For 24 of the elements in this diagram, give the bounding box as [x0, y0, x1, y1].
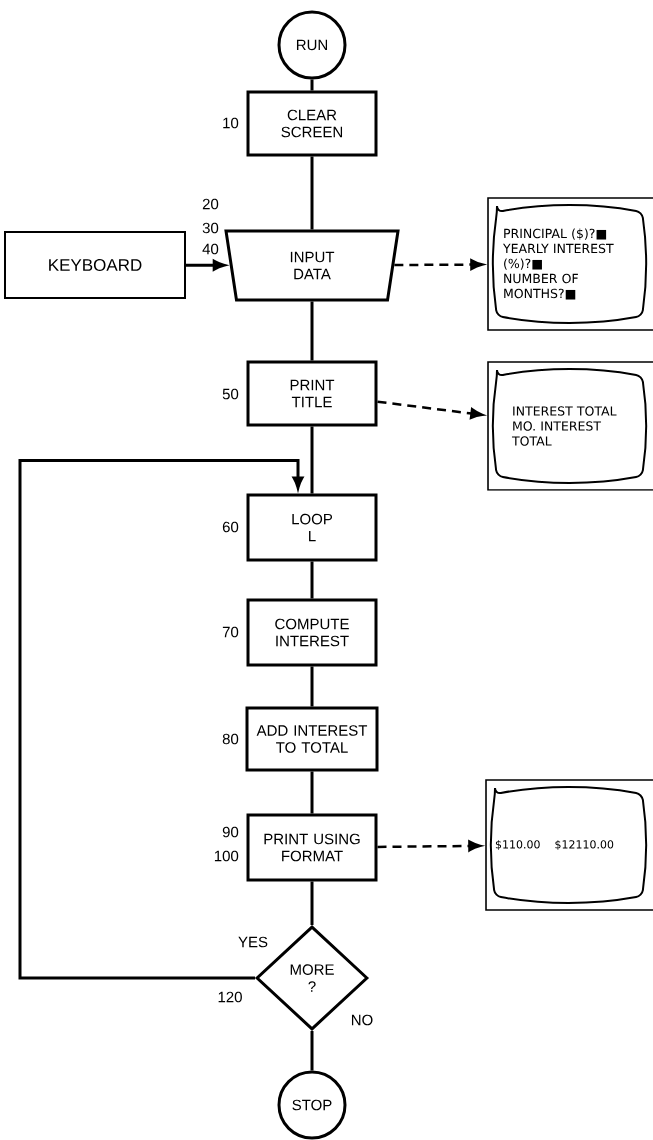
line-number: 30: [202, 222, 219, 234]
connector-arrow: [18, 459, 304, 980]
line-number: 40: [202, 243, 219, 255]
process-box: LOOP L: [246, 493, 378, 562]
process-box: COMPUTE INTEREST: [246, 598, 378, 667]
process-box: PRINT TITLE: [246, 360, 378, 427]
line-number: 80: [222, 733, 239, 745]
line-number: 20: [202, 198, 219, 210]
line-number: 70: [222, 626, 239, 638]
input-device-box: KEYBOARD: [4, 231, 186, 299]
connector-arrow: [377, 840, 482, 852]
line-number: 90: [222, 826, 239, 838]
input-trapezoid: INPUT DATA: [224, 229, 400, 302]
process-box: PRINT USING FORMAT: [246, 813, 378, 882]
line-number: 10: [223, 117, 239, 129]
process-box: ADD INTEREST TO TOTAL: [245, 706, 379, 772]
line-number: 50: [222, 388, 239, 400]
process-box: CLEAR SCREEN: [246, 90, 378, 157]
monitor-screen: $110.00 $12110.00: [485, 779, 653, 911]
line-number: 120: [218, 991, 242, 1003]
monitor-screen: INTEREST TOTAL MO. INTEREST TOTAL: [487, 361, 653, 491]
line-number: 100: [214, 850, 239, 862]
monitor-screen: PRINCIPAL ($)?■ YEARLY INTEREST (%)?■ NUMBER OF MONTHS?■: [487, 197, 653, 331]
line-number: 60: [222, 521, 239, 533]
